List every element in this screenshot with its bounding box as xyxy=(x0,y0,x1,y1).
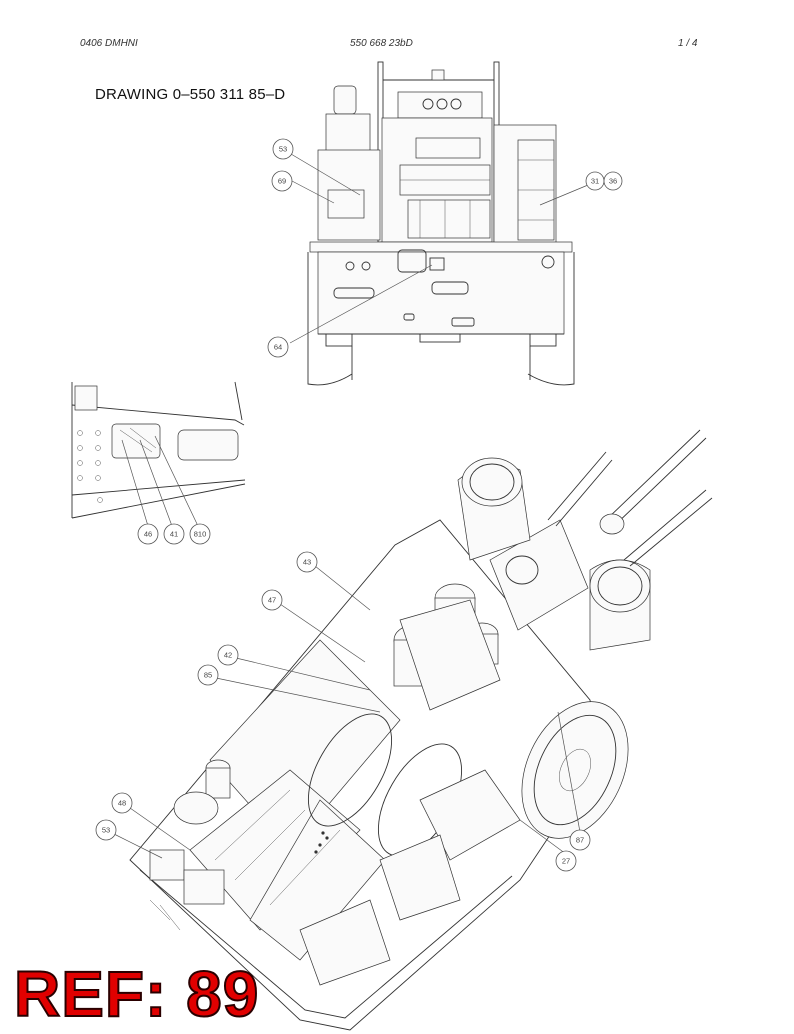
callout-46: 46 xyxy=(137,523,159,545)
callout-47: 47 xyxy=(261,589,283,611)
callout-53-top: 53 xyxy=(272,138,294,160)
svg-text:47: 47 xyxy=(268,596,276,605)
ref-label: REF: 89 xyxy=(13,958,260,1030)
isometric-view-drawing xyxy=(129,429,713,1031)
callout-42: 42 xyxy=(217,644,239,666)
svg-text:64: 64 xyxy=(274,343,282,352)
callout-43: 43 xyxy=(296,551,318,573)
drawing-title: DRAWING 0–550 311 85–D xyxy=(95,86,286,103)
svg-text:36: 36 xyxy=(609,177,617,186)
svg-text:810: 810 xyxy=(194,530,207,539)
callout-53-iso: 53 xyxy=(95,819,117,841)
callout-69: 69 xyxy=(271,170,293,192)
callout-85: 85 xyxy=(197,664,219,686)
svg-text:48: 48 xyxy=(118,799,126,808)
svg-text:43: 43 xyxy=(303,558,311,567)
header-page-number: 1 / 4 xyxy=(678,38,698,49)
svg-text:53: 53 xyxy=(279,145,287,154)
svg-text:42: 42 xyxy=(224,651,232,660)
callout-27: 27 xyxy=(555,850,577,872)
callout-41: 41 xyxy=(163,523,185,545)
svg-text:85: 85 xyxy=(204,671,212,680)
callout-36: 36 xyxy=(603,171,623,191)
svg-text:87: 87 xyxy=(576,836,584,845)
callout-810: 810 xyxy=(189,523,211,545)
callout-64: 64 xyxy=(267,336,289,358)
svg-text:27: 27 xyxy=(562,857,570,866)
callout-87: 87 xyxy=(569,829,591,851)
callout-31: 31 xyxy=(585,171,605,191)
svg-text:53: 53 xyxy=(102,826,110,835)
top-view-drawing xyxy=(307,61,575,386)
header-doc-code: 0406 DMHNI xyxy=(80,38,138,49)
svg-text:41: 41 xyxy=(170,530,178,539)
svg-text:31: 31 xyxy=(591,177,599,186)
header-part-number: 550 668 23bD xyxy=(350,38,413,49)
detail-view-drawing xyxy=(71,381,246,519)
svg-text:46: 46 xyxy=(144,530,152,539)
callout-48: 48 xyxy=(111,792,133,814)
svg-text:69: 69 xyxy=(278,177,286,186)
